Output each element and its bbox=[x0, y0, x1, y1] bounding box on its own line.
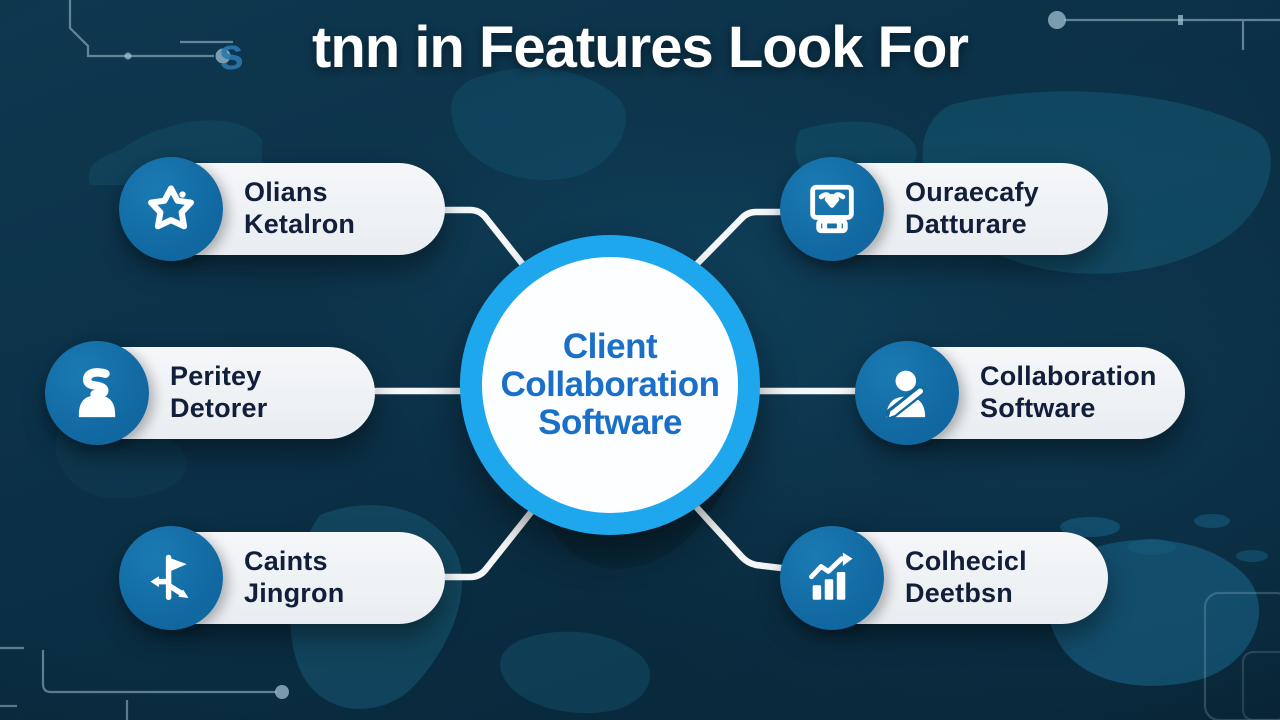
feature-label-line1: Olians bbox=[244, 177, 328, 208]
hub-line1: Client bbox=[562, 327, 658, 367]
feature-label-line2: Detorer bbox=[170, 393, 268, 423]
hub-line2: Collaboration bbox=[500, 365, 720, 405]
icon-circle bbox=[855, 341, 959, 445]
flow-branch-icon bbox=[142, 549, 200, 607]
feature-label-line2: Datturare bbox=[905, 209, 1027, 239]
feature-pill-bottom-right: Colhecicl Deetbsn bbox=[780, 526, 1108, 630]
person-swirl-icon bbox=[68, 364, 126, 422]
feature-pill-bottom-left: Caints Jingron bbox=[119, 526, 445, 630]
feature-label-line1: Ouraecafy bbox=[905, 177, 1039, 208]
feature-label-line1: Caints bbox=[244, 546, 328, 577]
star-icon bbox=[142, 180, 200, 238]
feature-label-line1: Colhecicl bbox=[905, 546, 1027, 577]
feature-pill-top-right: Ouraecafy Datturare bbox=[780, 157, 1108, 261]
icon-circle bbox=[119, 526, 223, 630]
bar-chart-arrow-icon bbox=[803, 549, 861, 607]
connector-bottom-left bbox=[434, 502, 540, 581]
person-pencil-icon bbox=[878, 364, 936, 422]
page-title: tnn in Features Look For bbox=[312, 15, 969, 80]
feature-label-line2: Deetbsn bbox=[905, 578, 1013, 608]
icon-circle bbox=[119, 157, 223, 261]
central-hub-label: Client Collaboration Software bbox=[482, 257, 738, 513]
icon-circle bbox=[780, 157, 884, 261]
connector-bottom-right bbox=[685, 495, 802, 574]
feature-pill-middle-right: Collaboration Software bbox=[855, 341, 1185, 445]
feature-label-line2: Ketalron bbox=[244, 209, 356, 239]
feature-label-line1: Collaboration bbox=[980, 361, 1157, 392]
feature-label-line2: Software bbox=[980, 393, 1096, 423]
feature-pill-middle-left: Peritey Detorer bbox=[45, 341, 375, 445]
feature-pill-top-left: Olians Ketalron bbox=[119, 157, 445, 261]
feature-label-line2: Jingron bbox=[244, 578, 345, 608]
icon-circle bbox=[45, 341, 149, 445]
feature-label-line1: Peritey bbox=[170, 361, 262, 392]
central-hub-circle: Client Collaboration Software bbox=[460, 235, 760, 535]
monitor-check-icon bbox=[803, 180, 861, 238]
icon-circle bbox=[780, 526, 884, 630]
hub-line3: Software bbox=[538, 402, 682, 442]
